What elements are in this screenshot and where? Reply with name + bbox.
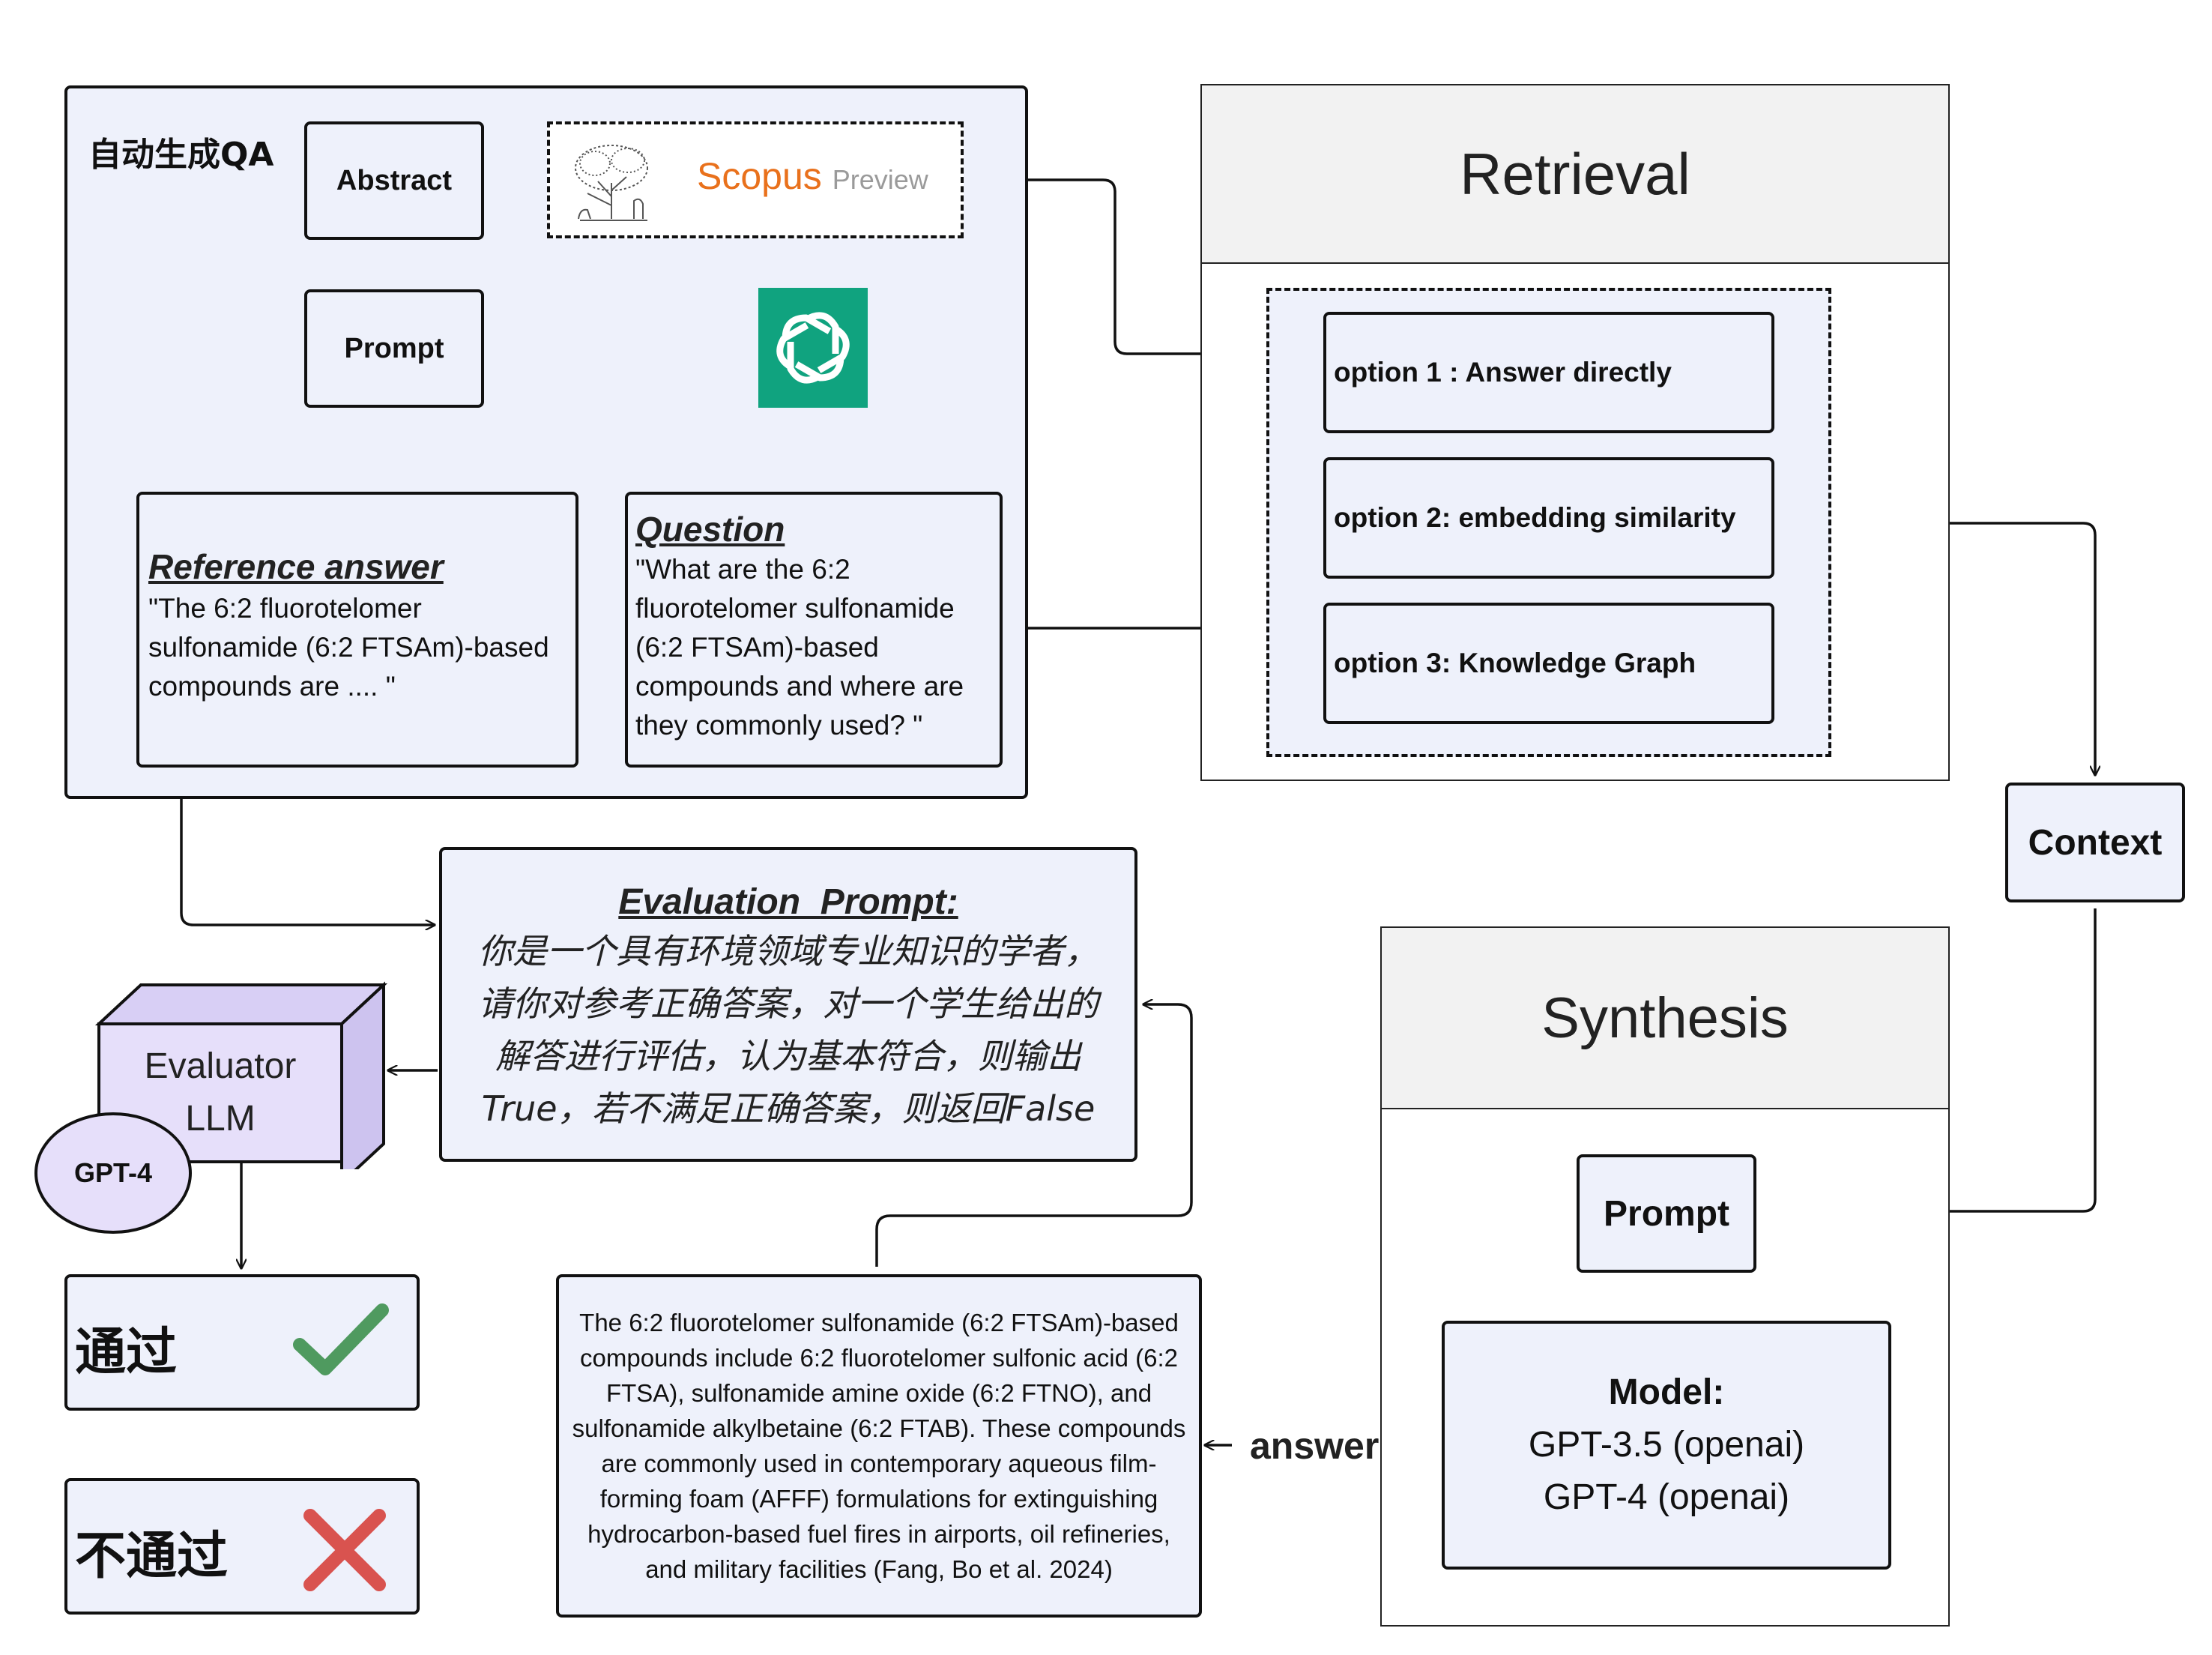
retrieval-option-1-label: option 1 : Answer directly [1334,357,1672,388]
qa-panel-title: 自动生成QA [88,136,274,174]
pass-box: 通过 [64,1274,420,1411]
evaluation-prompt-heading: Evaluation_Prompt: [618,882,958,922]
model-gpt35: GPT-3.5 (openai) [1528,1425,1805,1465]
scopus-suffix: Preview [832,164,928,195]
reference-answer-box: Reference answer "The 6:2 fluorotelomer … [136,492,578,768]
model-box: Model: GPT-3.5 (openai) GPT-4 (openai) [1442,1321,1891,1570]
elsevier-tree-icon [575,145,648,221]
generated-answer-text: The 6:2 fluorotelomer sulfonamide (6:2 F… [572,1309,1186,1583]
reference-answer-heading: Reference answer [148,547,444,586]
context-box: Context [2005,783,2185,902]
reference-answer-text: "The 6:2 fluorotelomer sulfonamide (6:2 … [148,593,549,702]
cross-icon [303,1509,386,1591]
question-heading: Question [635,510,785,549]
check-icon [293,1303,389,1375]
gpt4-badge: GPT-4 [34,1112,192,1234]
pass-label: 通过 [75,1323,178,1382]
question-box: Question "What are the 6:2 fluorotelomer… [625,492,1003,768]
evaluation-prompt-line-2: 请你对参考正确答案，对一个学生给出的 [478,983,1099,1024]
evaluator-label-line-1: Evaluator [144,1046,297,1086]
evaluator-label-line-2: LLM [185,1099,256,1139]
retrieval-option-2-label: option 2: embedding similarity [1334,502,1736,533]
scopus-preview-box: Scopus Preview [547,121,964,238]
retrieval-option-3: option 3: Knowledge Graph [1323,603,1774,724]
retrieval-option-3-label: option 3: Knowledge Graph [1334,648,1696,678]
retrieval-option-1: option 1 : Answer directly [1323,312,1774,433]
synthesis-prompt-box: Prompt [1577,1154,1756,1273]
openai-logo-icon [758,288,868,408]
retrieval-header: Retrieval [1202,85,1948,264]
evaluation-prompt-line-3: 解答进行评估，认为基本符合，则输出 [495,1036,1081,1076]
answer-label: answer [1250,1425,1380,1467]
fail-box: 不通过 [64,1478,420,1615]
abstract-box: Abstract [304,121,484,240]
scopus-brand: Scopus [697,155,822,197]
generated-answer-box: The 6:2 fluorotelomer sulfonamide (6:2 F… [556,1274,1202,1618]
evaluator-label: Evaluator LLM [99,1024,342,1162]
evaluation-prompt-line-4: True，若不满足正确答案，则返回False [481,1088,1096,1129]
evaluation-prompt-line-1: 你是一个具有环境领域专业知识的学者， [478,931,1099,971]
model-heading: Model: [1608,1372,1725,1412]
evaluation-prompt-box: Evaluation_Prompt: 你是一个具有环境领域专业知识的学者， 请你… [439,847,1137,1162]
model-gpt4: GPT-4 (openai) [1543,1477,1790,1517]
synthesis-header: Synthesis [1382,928,1948,1109]
qa-prompt-box: Prompt [304,289,484,408]
fail-label: 不通过 [75,1527,229,1586]
question-text: "What are the 6:2 fluorotelomer sulfonam… [635,554,964,741]
retrieval-option-2: option 2: embedding similarity [1323,457,1774,579]
